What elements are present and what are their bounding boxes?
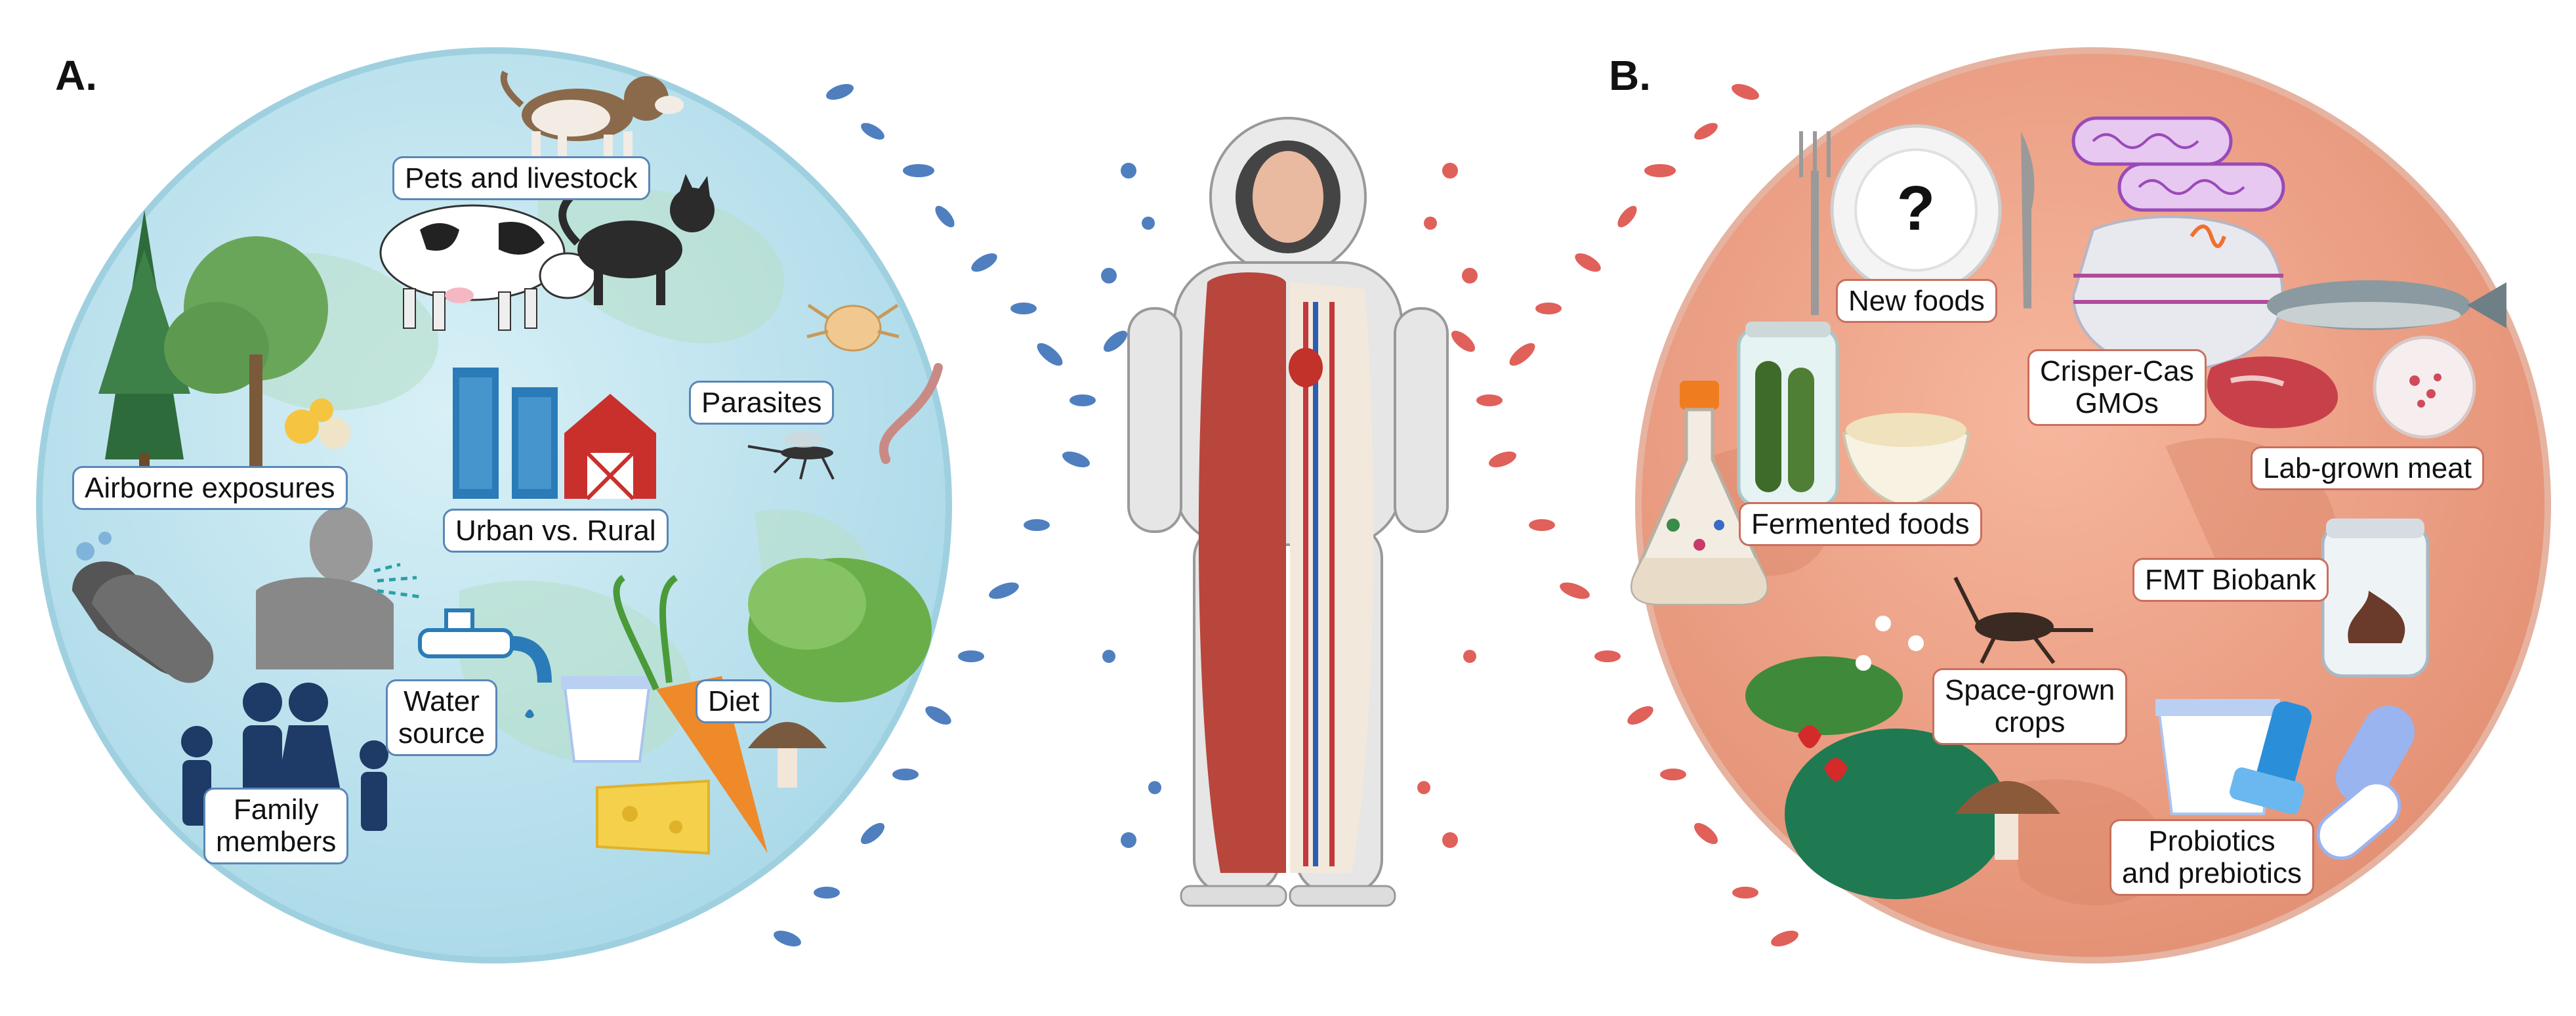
label-probiotics-line2: and prebiotics xyxy=(2122,857,2302,890)
crispr-icon xyxy=(2071,215,2284,371)
cow-icon xyxy=(379,204,596,331)
bowl-icon xyxy=(1842,413,1970,507)
steak-icon xyxy=(2207,356,2338,429)
microbes-red-cluster xyxy=(1417,83,1798,947)
label-water-source-line1: Water xyxy=(404,685,480,717)
label-crispr-line2: GMOs xyxy=(2075,387,2159,420)
fish-icon xyxy=(2267,280,2506,330)
bacteria-icon xyxy=(2071,116,2285,212)
label-family-members-line1: Family xyxy=(233,794,319,826)
yogurt-icon xyxy=(561,676,653,763)
label-airborne-exposures: Airborne exposures xyxy=(72,466,348,511)
label-new-foods: New foods xyxy=(1836,279,1997,324)
flask-icon xyxy=(1630,381,1769,606)
panel-letter-a: A. xyxy=(55,52,97,99)
mushroom-icon xyxy=(1955,781,2060,860)
mosquito-icon xyxy=(747,432,835,480)
lettuce-icon xyxy=(748,558,932,702)
mushroom-icon xyxy=(748,722,827,788)
mite-icon xyxy=(806,303,900,352)
fork-icon xyxy=(1799,131,1831,315)
worm-icon xyxy=(879,363,943,464)
hands-icon xyxy=(72,532,214,683)
label-space-grown-crops: Space-grown crops xyxy=(1932,668,2128,745)
label-water-source: Water source xyxy=(386,679,498,756)
biobank-jar-icon xyxy=(2321,519,2430,678)
barn-icon xyxy=(564,394,656,501)
label-water-source-line2: source xyxy=(398,717,486,750)
label-probiotics-line1: Probiotics xyxy=(2148,825,2275,857)
buildings-icon xyxy=(453,368,558,499)
strawberry-plant-icon xyxy=(1745,616,2008,899)
carrot-icon xyxy=(613,574,768,853)
inhaler-icon xyxy=(2230,701,2312,815)
pollen-icon xyxy=(285,398,350,449)
dog-icon xyxy=(500,70,684,159)
label-lab-grown-meat: Lab-grown meat xyxy=(2251,446,2484,491)
knife-icon xyxy=(2021,131,2035,308)
cat-icon xyxy=(558,174,715,305)
pickles-icon xyxy=(1755,361,1814,492)
label-space-crops-line1: Space-grown xyxy=(1945,674,2115,706)
label-pets-and-livestock: Pets and livestock xyxy=(392,156,650,201)
panel-letter-b: B. xyxy=(1609,52,1651,99)
label-fermented-foods: Fermented foods xyxy=(1739,502,1982,547)
label-family-members: Family members xyxy=(203,788,349,864)
plate-question-mark: ? xyxy=(1897,173,1936,243)
petri-dish-icon xyxy=(2373,335,2476,439)
label-space-crops-line2: crops xyxy=(1994,706,2066,739)
astronaut-icon xyxy=(1127,117,1449,907)
plate-icon xyxy=(1830,124,2002,296)
faucet-icon xyxy=(418,608,552,719)
cricket-icon xyxy=(1953,576,2093,664)
label-parasites: Parasites xyxy=(689,381,835,425)
person-sneezing-icon xyxy=(256,507,424,669)
label-probiotics-prebiotics: Probiotics and prebiotics xyxy=(2109,819,2314,896)
label-family-members-line2: members xyxy=(216,826,337,858)
label-crispr-line1: Crisper-Cas xyxy=(2040,355,2194,387)
label-fmt-biobank: FMT Biobank xyxy=(2132,558,2329,603)
cheese-icon xyxy=(596,779,710,855)
label-crispr-gmos: Crisper-Cas GMOs xyxy=(2027,349,2207,426)
label-urban-vs-rural: Urban vs. Rural xyxy=(443,509,669,553)
capsule-icon xyxy=(2316,706,2415,860)
microbes-blue-cluster xyxy=(774,83,1161,947)
label-diet: Diet xyxy=(696,679,772,724)
